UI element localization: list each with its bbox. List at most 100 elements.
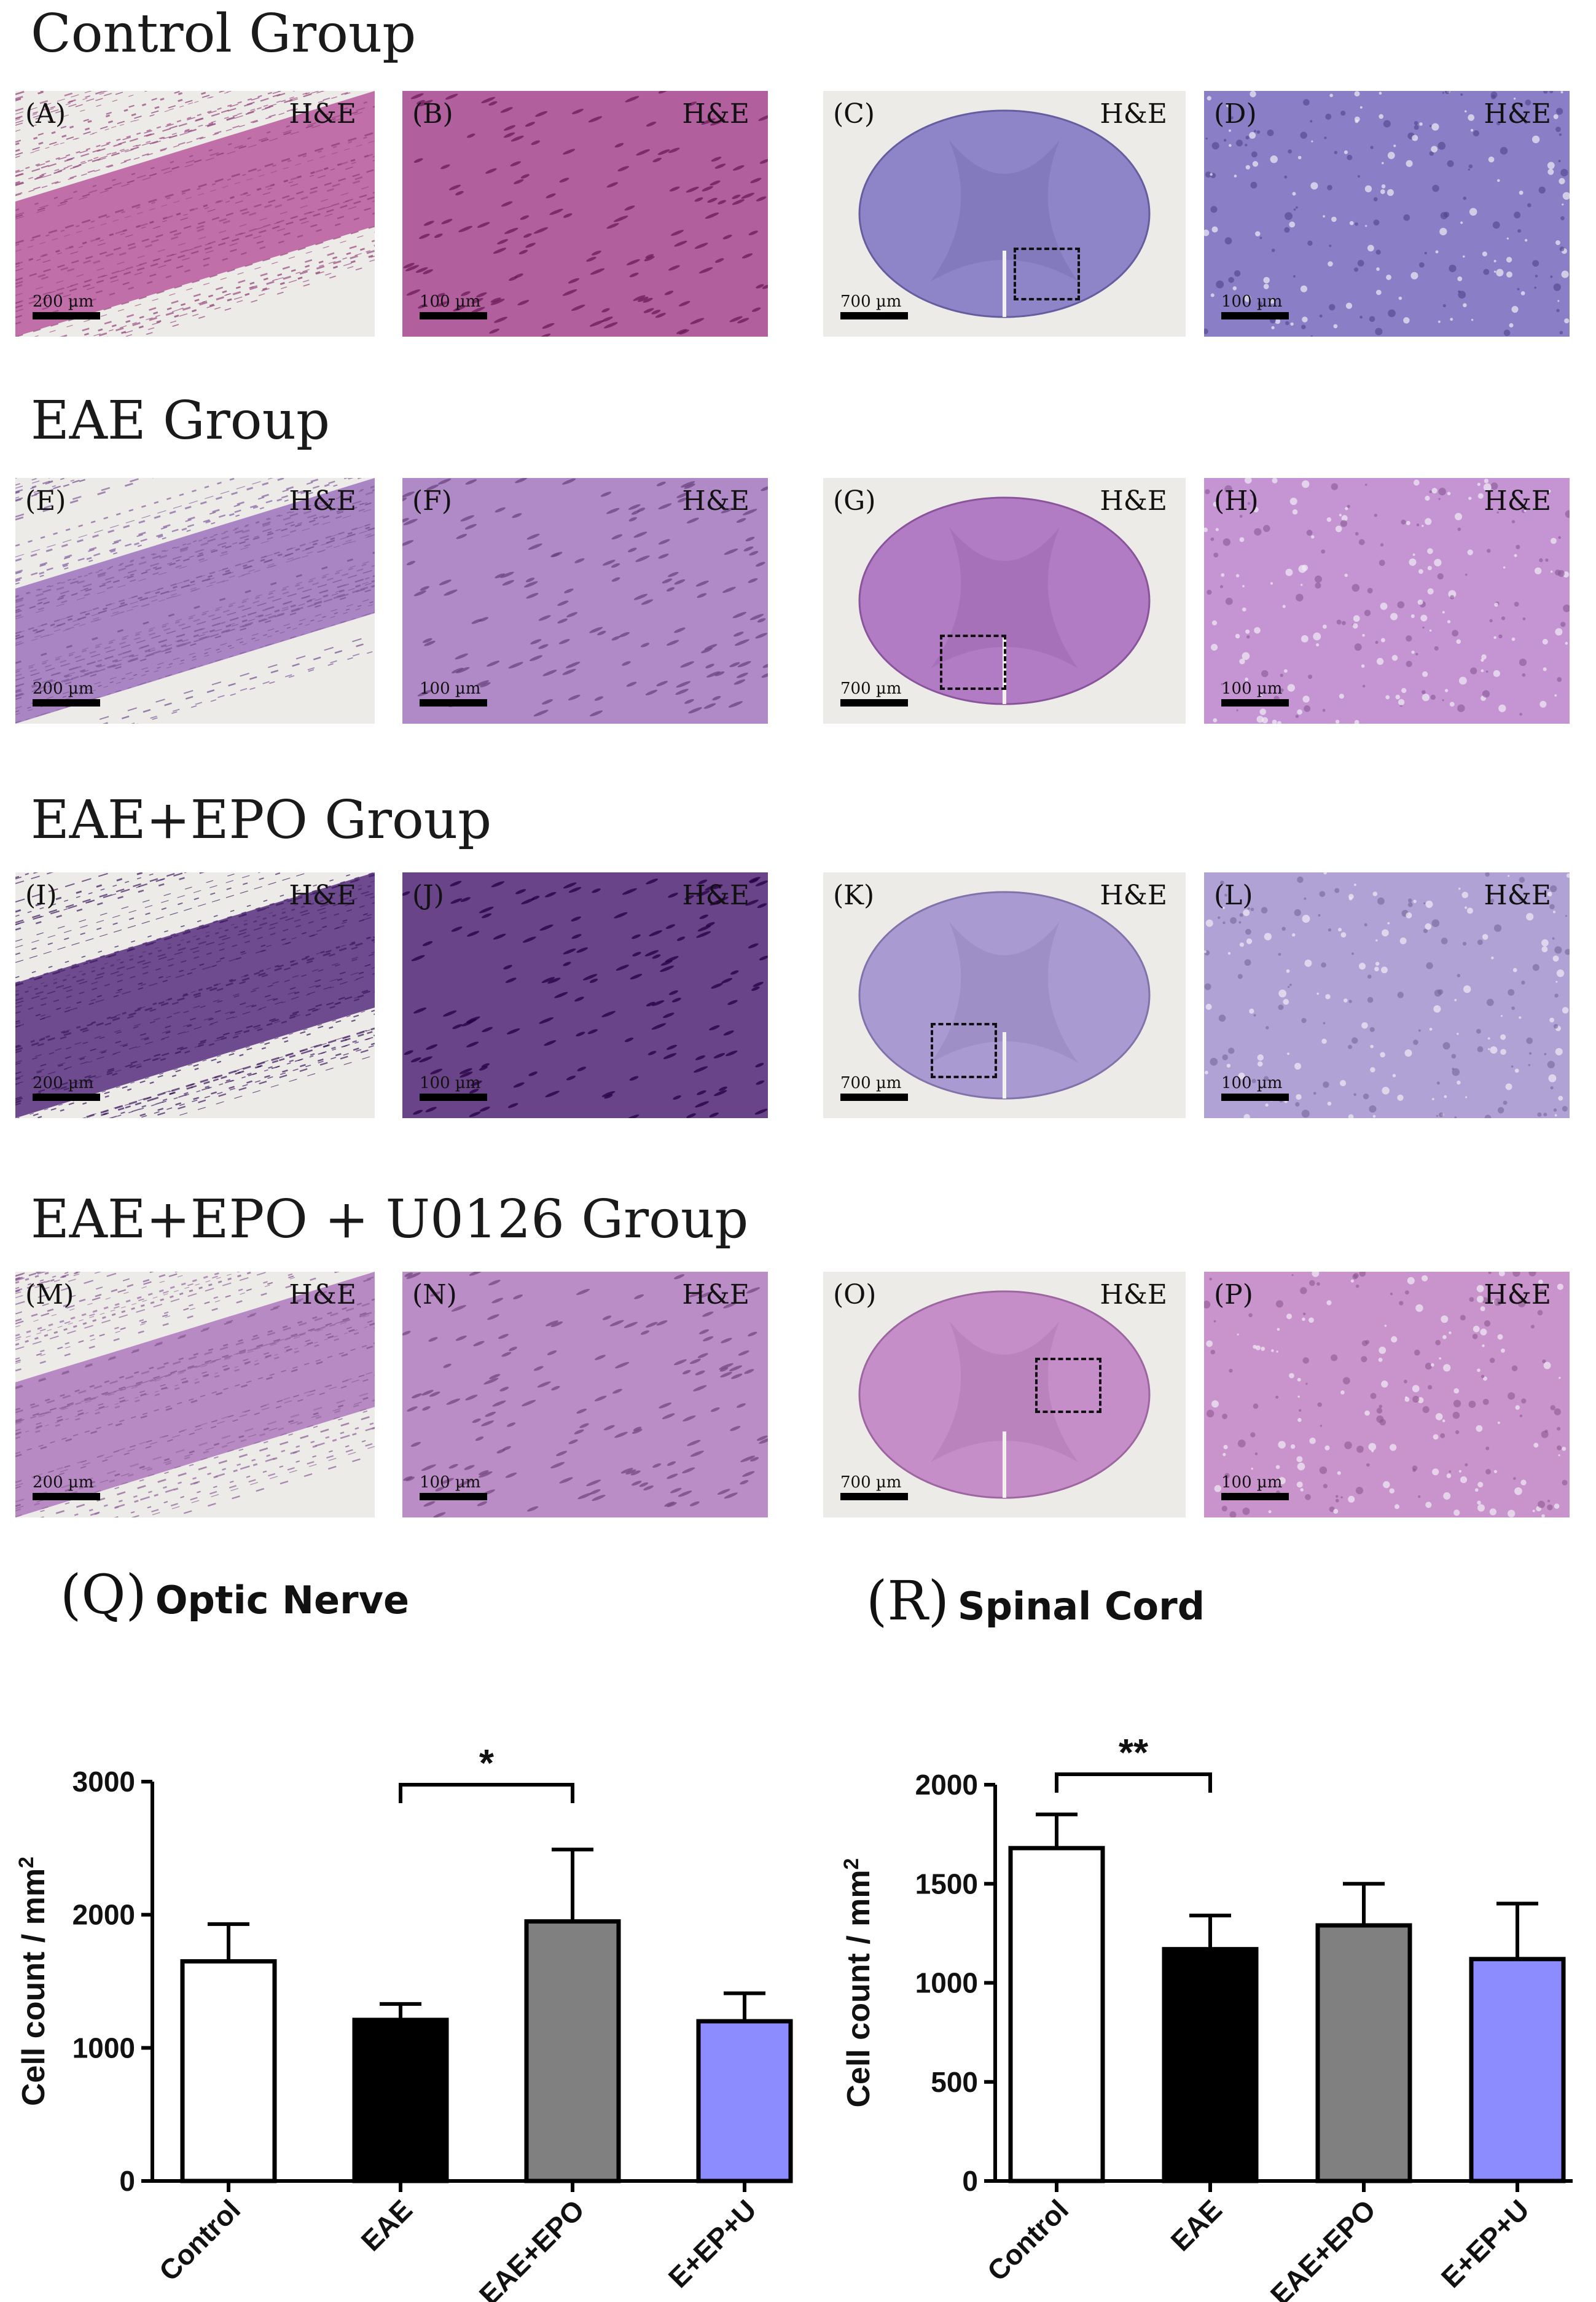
bar <box>524 1919 621 2183</box>
x-tick-label: EAE <box>354 2193 418 2257</box>
scale-bar: 200 µm <box>33 1473 100 1500</box>
scale-bar-line <box>420 1493 487 1500</box>
x-tick-label: E+EP+U <box>1435 2193 1535 2293</box>
stain-label: H&E <box>682 880 749 911</box>
panel-label: (D) <box>1214 98 1257 130</box>
tissue-image <box>402 91 768 337</box>
region-of-interest-box <box>931 1023 997 1078</box>
y-tick-label: 2000 <box>72 1899 135 1931</box>
bar <box>1469 1957 1566 2183</box>
bar <box>1315 1923 1412 2183</box>
tissue-image <box>823 91 1186 337</box>
stain-label: H&E <box>1484 485 1551 517</box>
tissue-image <box>402 478 768 724</box>
x-tick-label: EAE <box>1164 2193 1228 2257</box>
y-axis-label: Cell count / mm2 <box>15 1857 52 2106</box>
tissue-image <box>15 478 375 724</box>
region-of-interest-box <box>1014 248 1080 300</box>
scale-bar: 100 µm <box>1221 292 1289 319</box>
significance-bracket <box>399 1783 574 1803</box>
y-tick-label: 1000 <box>72 2032 135 2064</box>
scale-bar-label: 100 µm <box>1221 1473 1283 1492</box>
panel-label: (I) <box>25 880 57 911</box>
scale-bar-label: 200 µm <box>33 292 94 311</box>
stain-label: H&E <box>1100 1279 1167 1310</box>
chart-r-title: Spinal Cord <box>957 1584 1205 1629</box>
panel-label: (M) <box>25 1279 74 1310</box>
micrograph-panel: (P) H&E 100 µm <box>1204 1272 1570 1517</box>
scale-bar: 200 µm <box>33 292 100 319</box>
stain-label: H&E <box>1484 1279 1551 1310</box>
group-title-eae: EAE Group <box>31 390 331 452</box>
y-tick-label: 0 <box>962 2165 978 2197</box>
stain-label: H&E <box>682 1279 749 1310</box>
tissue-image <box>1204 1272 1570 1517</box>
scale-bar-label: 100 µm <box>420 1074 481 1092</box>
scale-bar-label: 200 µm <box>33 1074 94 1092</box>
tissue-image <box>1204 478 1570 724</box>
tissue-image <box>15 1272 375 1517</box>
scale-bar: 100 µm <box>1221 1074 1289 1101</box>
tissue-image <box>15 872 375 1118</box>
x-tick-label: EAE+EPO <box>473 2193 590 2302</box>
significance-label: ** <box>1119 1732 1149 1774</box>
scale-bar-line <box>1221 1094 1289 1101</box>
scale-bar-line <box>1221 312 1289 319</box>
y-tick-label: 1500 <box>915 1868 978 1900</box>
x-tick-label: E+EP+U <box>662 2193 762 2293</box>
micrograph-panel: (G) H&E 700 µm <box>823 478 1186 724</box>
y-tick-label: 0 <box>119 2165 135 2197</box>
scale-bar: 100 µm <box>420 1473 487 1500</box>
panel-label: (L) <box>1214 880 1253 911</box>
scale-bar-line <box>33 699 100 707</box>
scale-bar-line <box>840 699 908 707</box>
tissue-image <box>823 1272 1186 1517</box>
scale-bar-line <box>420 1094 487 1101</box>
tissue-image <box>1204 91 1570 337</box>
panel-label: (F) <box>412 485 452 517</box>
significance-label: * <box>479 1742 495 1785</box>
panel-label: (P) <box>1214 1279 1253 1310</box>
micrograph-panel: (M) H&E 200 µm <box>15 1272 375 1517</box>
stain-label: H&E <box>289 880 356 911</box>
stain-label: H&E <box>289 1279 356 1310</box>
scale-bar: 200 µm <box>33 679 100 707</box>
group-title-control: Control Group <box>31 3 417 65</box>
scale-bar-line <box>840 1094 908 1101</box>
tissue-image <box>402 872 768 1118</box>
scale-bar-line <box>420 699 487 707</box>
scale-bar-line <box>33 1493 100 1500</box>
scale-bar-label: 700 µm <box>840 679 902 698</box>
tissue-image <box>402 1272 768 1517</box>
panel-label: (G) <box>833 485 876 517</box>
chart-r-heading: (R)Spinal Cord <box>866 1574 1205 1628</box>
y-axis-label: Cell count / mm2 <box>840 1858 877 2107</box>
scale-bar: 700 µm <box>840 1473 908 1500</box>
y-tick-label: 500 <box>931 2066 978 2098</box>
stain-label: H&E <box>1100 98 1167 130</box>
y-tick-label: 3000 <box>72 1766 135 1798</box>
scale-bar-label: 700 µm <box>840 1473 902 1492</box>
bar <box>352 2018 449 2183</box>
scale-bar-label: 100 µm <box>420 292 481 311</box>
group-title-eae-epo-u0126: EAE+EPO + U0126 Group <box>31 1189 749 1250</box>
significance-bracket <box>1055 1772 1212 1793</box>
scale-bar-line <box>840 1493 908 1500</box>
scale-bar: 700 µm <box>840 679 908 707</box>
scale-bar: 700 µm <box>840 1074 908 1101</box>
panel-label: (K) <box>833 880 875 911</box>
scale-bar: 100 µm <box>420 679 487 707</box>
stain-label: H&E <box>289 485 356 517</box>
scale-bar: 100 µm <box>1221 1473 1289 1500</box>
scale-bar-line <box>840 312 908 319</box>
scale-bar-label: 700 µm <box>840 1074 902 1092</box>
stain-label: H&E <box>1100 485 1167 517</box>
